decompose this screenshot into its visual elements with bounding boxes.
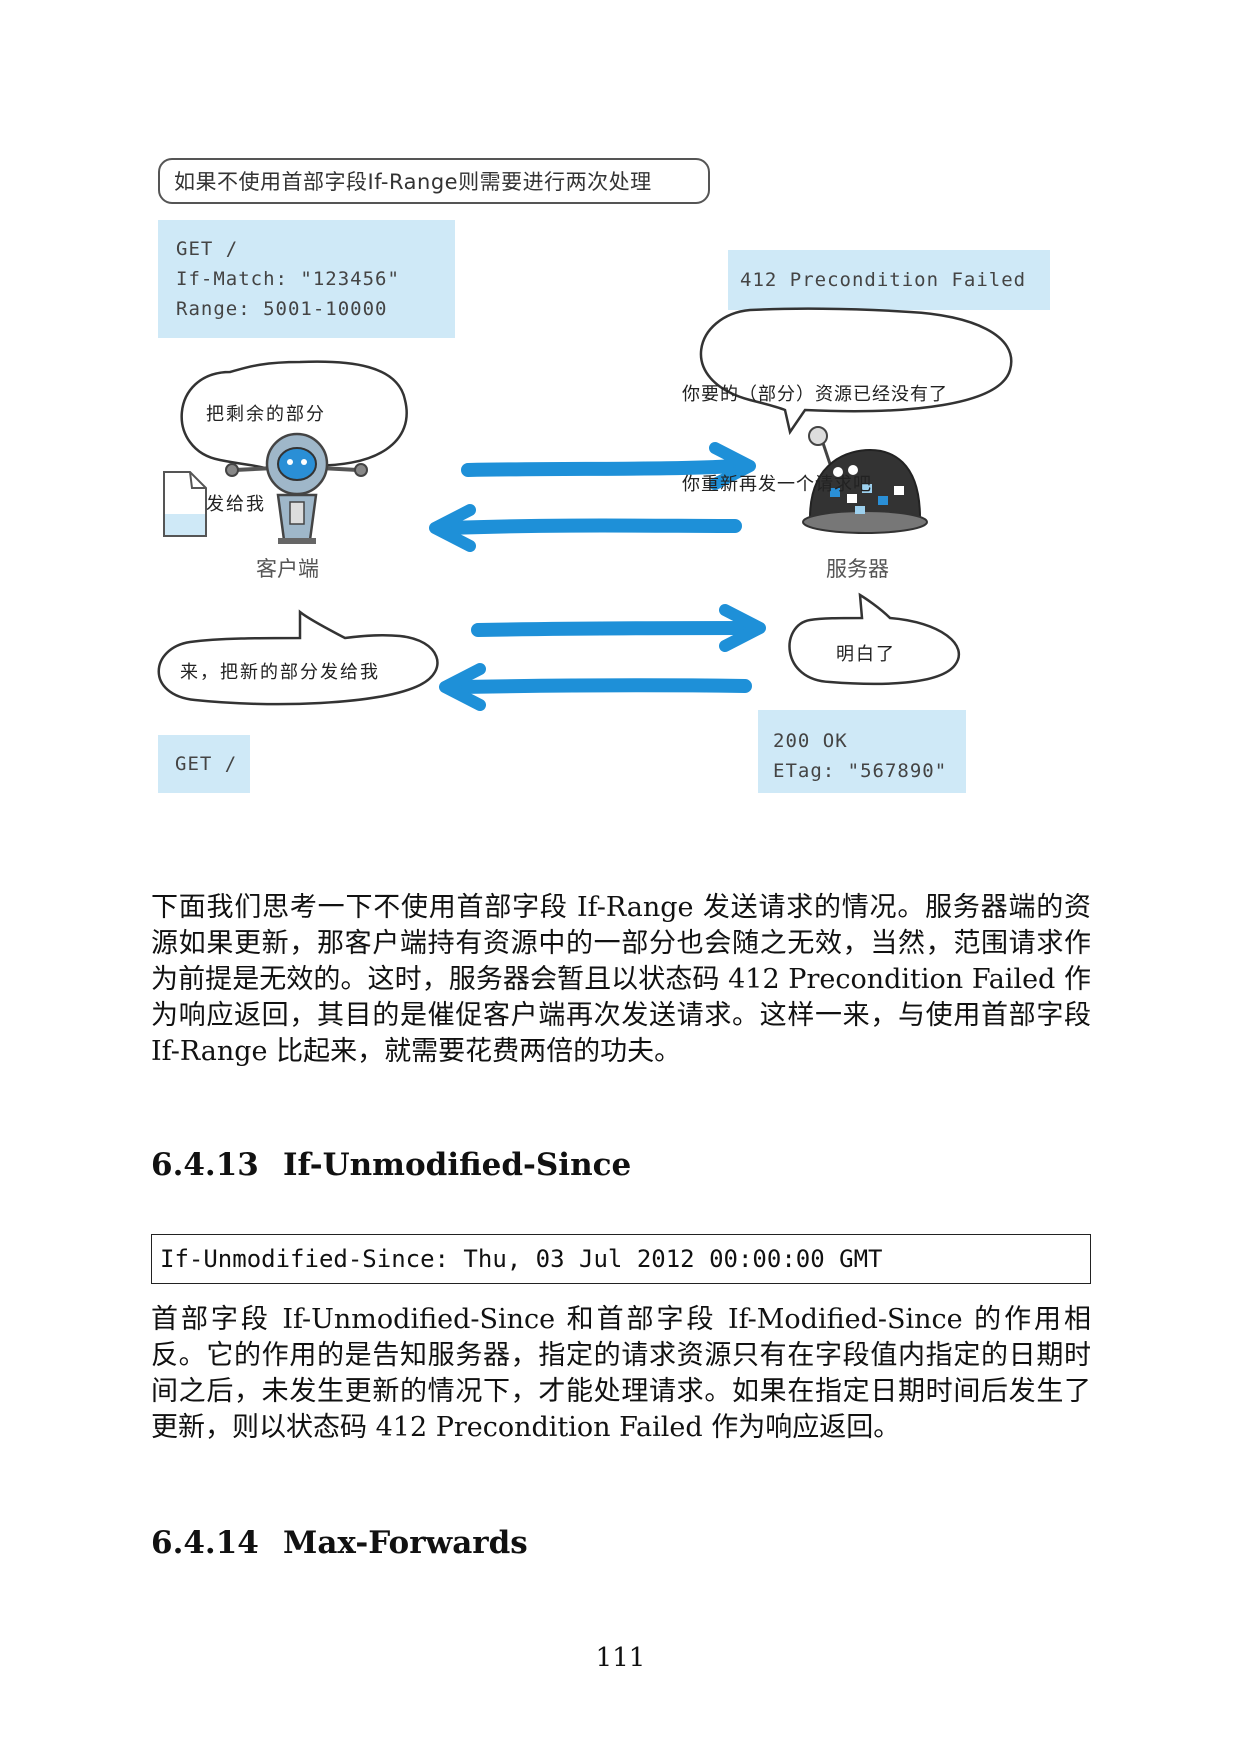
request-box-1: GET / If-Match: "123456" Range: 5001-100… bbox=[158, 220, 455, 338]
arrow-right-1 bbox=[461, 442, 756, 490]
diagram-graphics bbox=[157, 307, 1013, 711]
page-number: 111 bbox=[595, 1643, 646, 1673]
section-number: 6.4.13 bbox=[151, 1147, 259, 1183]
request2-line: GET / bbox=[175, 753, 238, 775]
server-bubble-2-text: 明白了 bbox=[836, 644, 896, 665]
section-number: 6.4.14 bbox=[151, 1525, 259, 1561]
arrow-left-1 bbox=[429, 504, 742, 552]
paragraph-if-unmodified-since: 首部字段 If-Unmodified-Since 和首部字段 If-Modifi… bbox=[151, 1304, 1091, 1443]
request1-line-1: GET / bbox=[176, 238, 239, 260]
figure-if-range-diagram: 如果不使用首部字段If-Range则需要进行两次处理 GET / If-Matc… bbox=[150, 150, 1090, 870]
figure-caption: 如果不使用首部字段If-Range则需要进行两次处理 bbox=[158, 158, 710, 204]
request1-line-3: Range: 5001-10000 bbox=[176, 298, 388, 320]
client-speech-bubble-1 bbox=[180, 360, 408, 493]
client-bubble-2-text: 来，把新的部分发给我 bbox=[180, 662, 380, 683]
response-box-1: 412 Precondition Failed bbox=[728, 250, 1050, 310]
server-label: 服务器 bbox=[826, 557, 889, 581]
server-speech-bubble-1 bbox=[699, 307, 1013, 436]
file-document-icon bbox=[163, 471, 207, 537]
server-bubble-1-line-2: 你重新再发一个请求吧 bbox=[682, 474, 872, 495]
server-speech-bubble-2 bbox=[788, 592, 961, 686]
request-box-2: GET / bbox=[158, 735, 250, 793]
section-title: Max-Forwards bbox=[283, 1525, 528, 1561]
client-bubble-1-text: 把剩余的部分 发给我 bbox=[206, 340, 326, 580]
syntax-example-text: If-Unmodified-Since: Thu, 03 Jul 2012 00… bbox=[160, 1245, 883, 1273]
paragraph-if-range: 下面我们思考一下不使用首部字段 If-Range 发送请求的情况。服务器端的资源… bbox=[151, 892, 1091, 1067]
client-bubble-1-line-2: 发给我 bbox=[206, 494, 266, 515]
response1-line: 412 Precondition Failed bbox=[740, 269, 1027, 291]
client-speech-bubble-2 bbox=[157, 609, 439, 706]
section-heading-max-forwards: 6.4.14 Max-Forwards bbox=[151, 1523, 1091, 1563]
client-robot-icon bbox=[225, 432, 368, 544]
server-bubble-1-text: 你要的（部分）资源已经没有了 你重新再发一个请求吧 bbox=[682, 320, 948, 560]
client-label: 客户端 bbox=[256, 557, 319, 581]
client-bubble-1-line-1: 把剩余的部分 bbox=[206, 404, 326, 425]
syntax-example-box: If-Unmodified-Since: Thu, 03 Jul 2012 00… bbox=[151, 1234, 1091, 1284]
arrow-left-2 bbox=[439, 663, 752, 711]
response2-line-2: ETag: "567890" bbox=[773, 760, 948, 782]
request1-line-2: If-Match: "123456" bbox=[176, 268, 400, 290]
server-robot-icon bbox=[802, 426, 928, 534]
arrow-right-2 bbox=[471, 604, 766, 652]
section-heading-if-unmodified-since: 6.4.13 If-Unmodified-Since bbox=[151, 1145, 1091, 1185]
response-box-2: 200 OK ETag: "567890" bbox=[758, 710, 966, 793]
server-bubble-1-line-1: 你要的（部分）资源已经没有了 bbox=[682, 384, 948, 405]
response2-line-1: 200 OK bbox=[773, 730, 848, 752]
section-title: If-Unmodified-Since bbox=[283, 1147, 632, 1183]
